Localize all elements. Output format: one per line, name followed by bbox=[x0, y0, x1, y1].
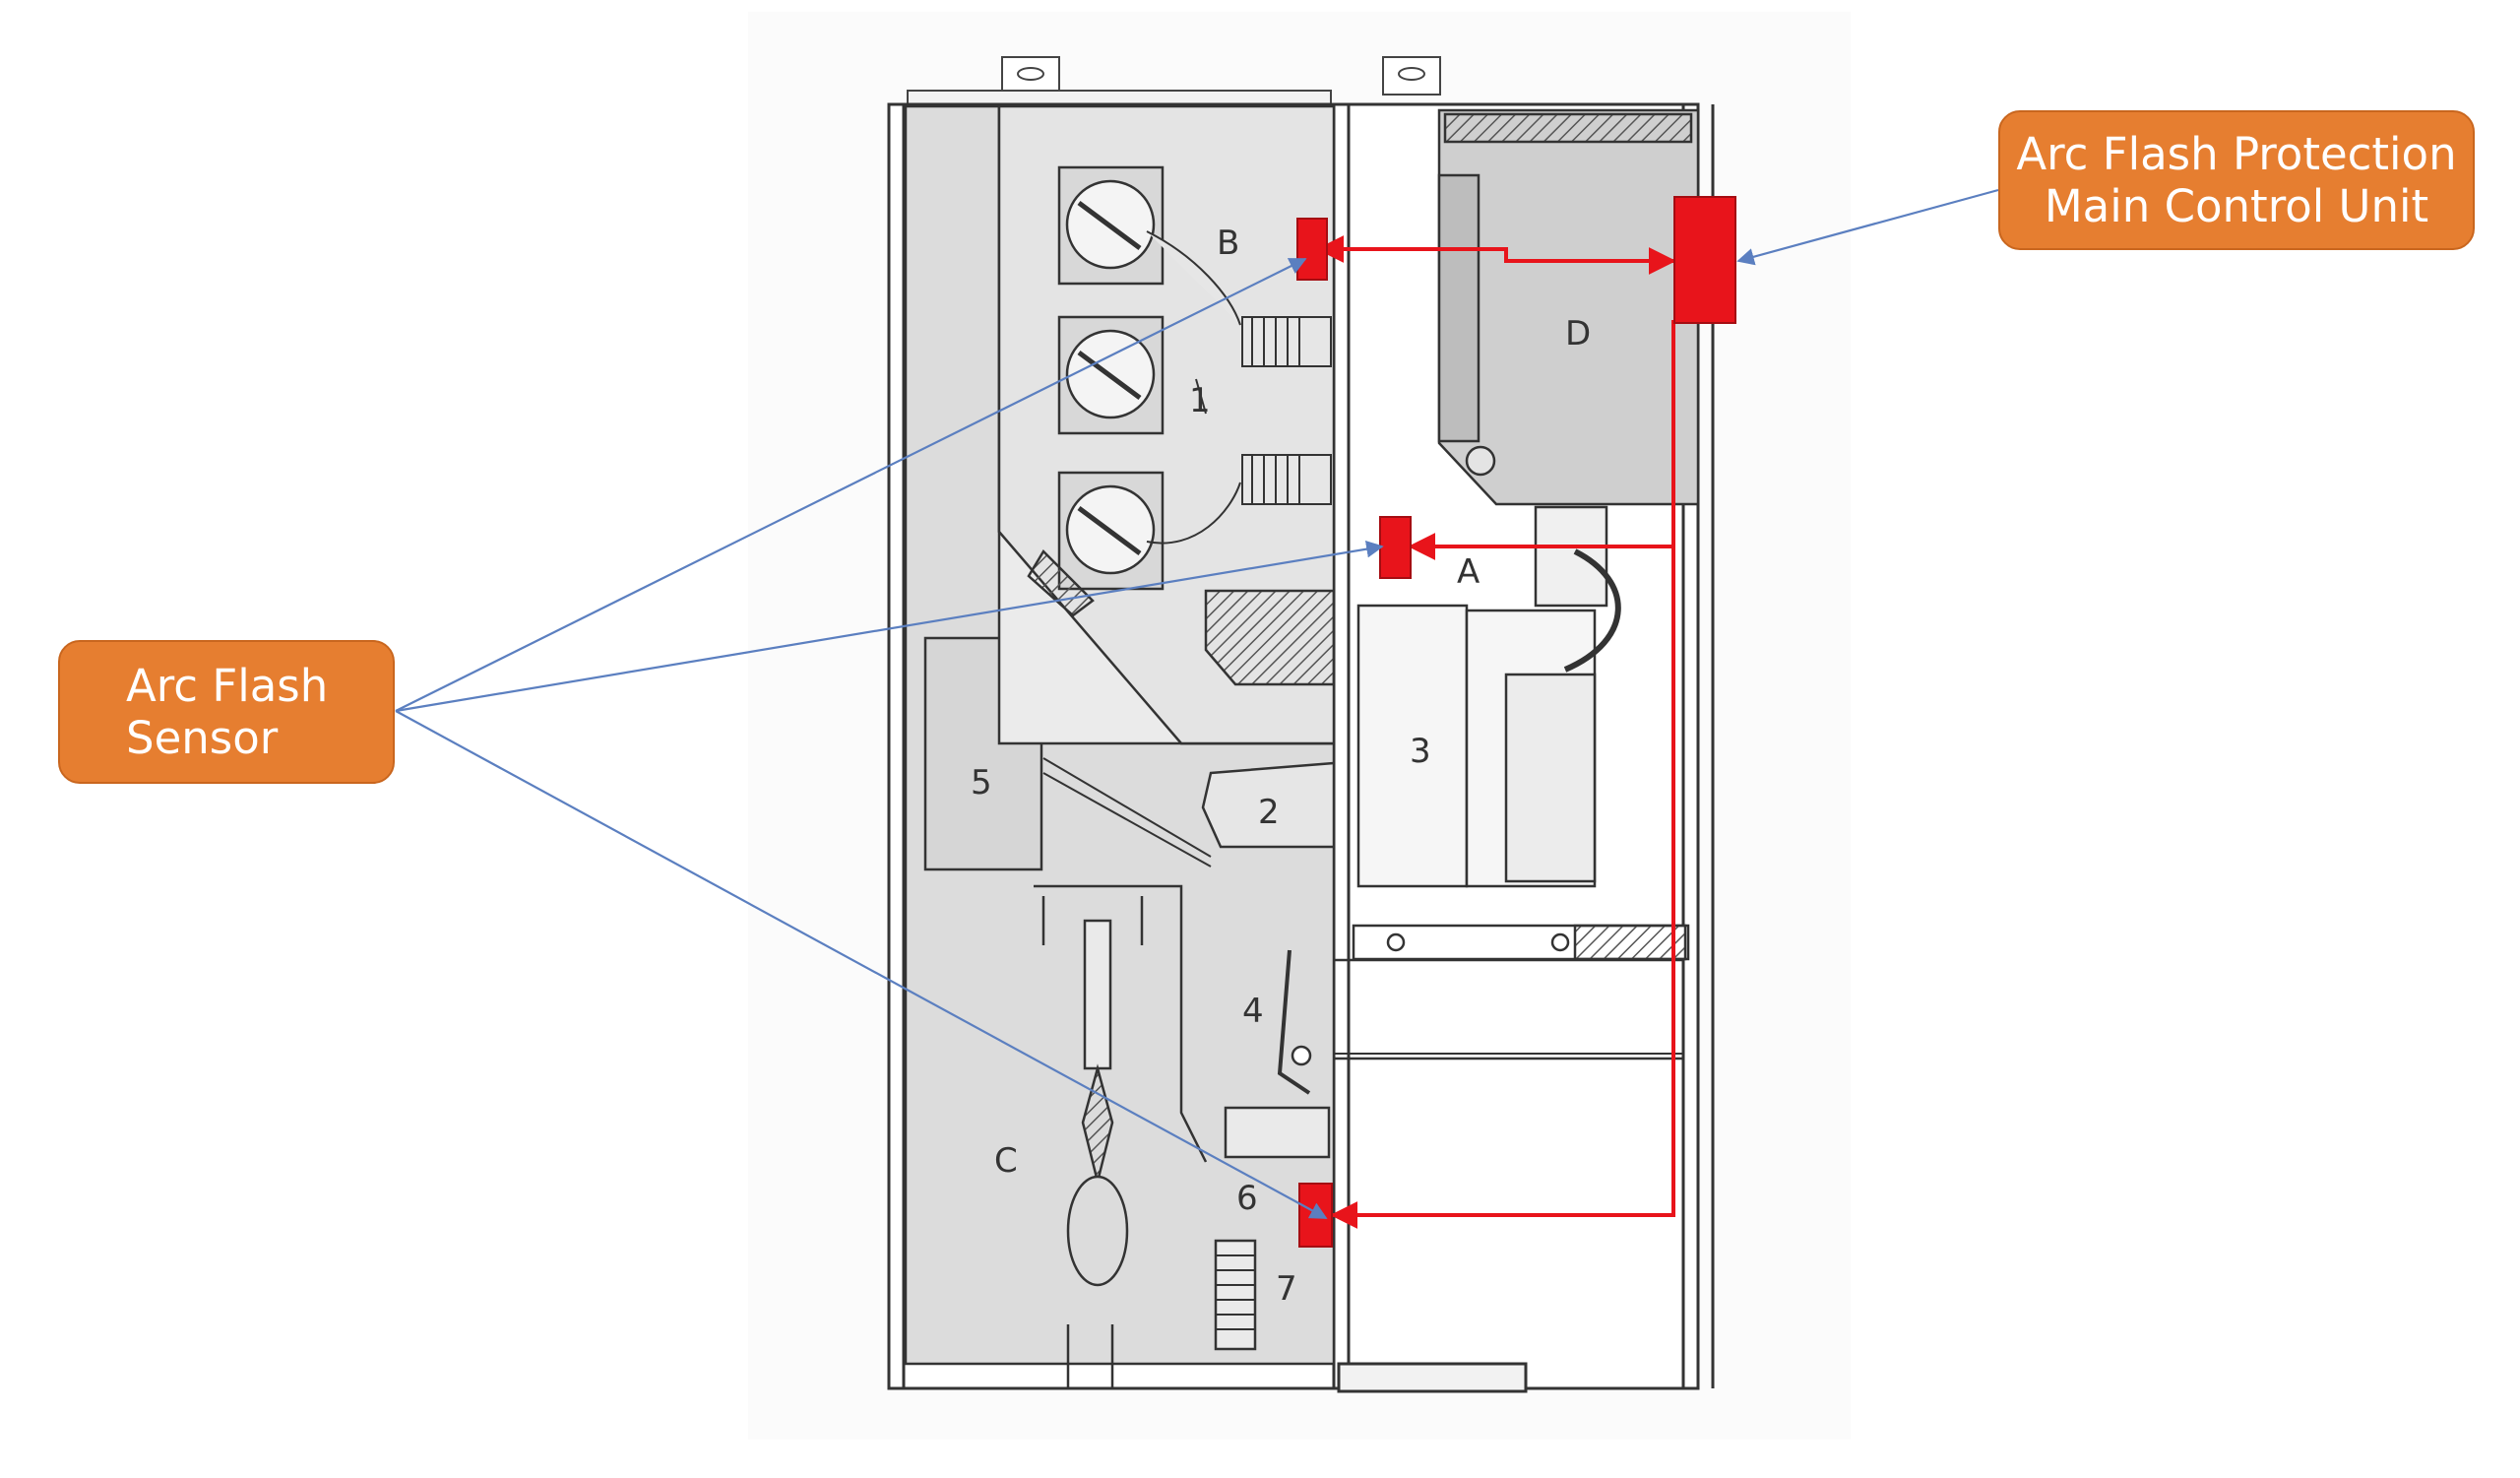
leader-mcu bbox=[1736, 188, 1999, 266]
leader-sensor-b bbox=[395, 258, 1307, 712]
label-5: 5 bbox=[971, 763, 992, 803]
callout-mcu-line1: Arc Flash Protection bbox=[2016, 127, 2457, 180]
lv-compartment-d bbox=[1437, 108, 1700, 506]
callout-sensor-line2: Sensor bbox=[126, 712, 279, 764]
leader-sensor-a bbox=[395, 540, 1384, 713]
sensor-wiring bbox=[1316, 235, 1676, 1229]
label-b: B bbox=[1217, 224, 1239, 263]
main-control-unit-block bbox=[1673, 196, 1736, 324]
label-6: 6 bbox=[1236, 1179, 1258, 1218]
insulators bbox=[1146, 230, 1332, 545]
label-d: D bbox=[1565, 314, 1591, 353]
left-compartments bbox=[904, 104, 1336, 1366]
callout-mcu-line2: Main Control Unit bbox=[2044, 180, 2429, 232]
label-4: 4 bbox=[1242, 992, 1264, 1031]
callout-sensor-line1: Arc Flash bbox=[126, 659, 329, 712]
arc-flash-sensor-callout: Arc Flash Sensor bbox=[58, 640, 395, 784]
label-c: C bbox=[994, 1141, 1018, 1181]
earthing-switch-and-ct bbox=[1034, 884, 1683, 1388]
sensor-b-icon bbox=[1296, 218, 1328, 281]
wire-to-sensor-bottom bbox=[1330, 320, 1675, 1229]
label-3: 3 bbox=[1410, 732, 1431, 771]
sensor-bottom-icon bbox=[1298, 1183, 1333, 1248]
label-1: 1 bbox=[1189, 381, 1211, 420]
wire-to-sensor-b bbox=[1316, 235, 1676, 275]
label-2: 2 bbox=[1258, 793, 1280, 832]
leader-lines bbox=[395, 188, 1999, 1219]
label-7: 7 bbox=[1276, 1269, 1297, 1309]
sensor-blocks bbox=[1296, 196, 1736, 1248]
circuit-breaker bbox=[1042, 505, 1690, 1060]
leader-sensor-bottom bbox=[395, 710, 1328, 1219]
busbar-bushings bbox=[1027, 165, 1165, 617]
component-labels: B D A C 1 2 3 4 5 6 7 bbox=[971, 224, 1591, 1309]
label-a: A bbox=[1457, 552, 1480, 592]
sensor-a-icon bbox=[1379, 516, 1412, 579]
main-control-unit-callout: Arc Flash Protection Main Control Unit bbox=[1998, 110, 2475, 250]
